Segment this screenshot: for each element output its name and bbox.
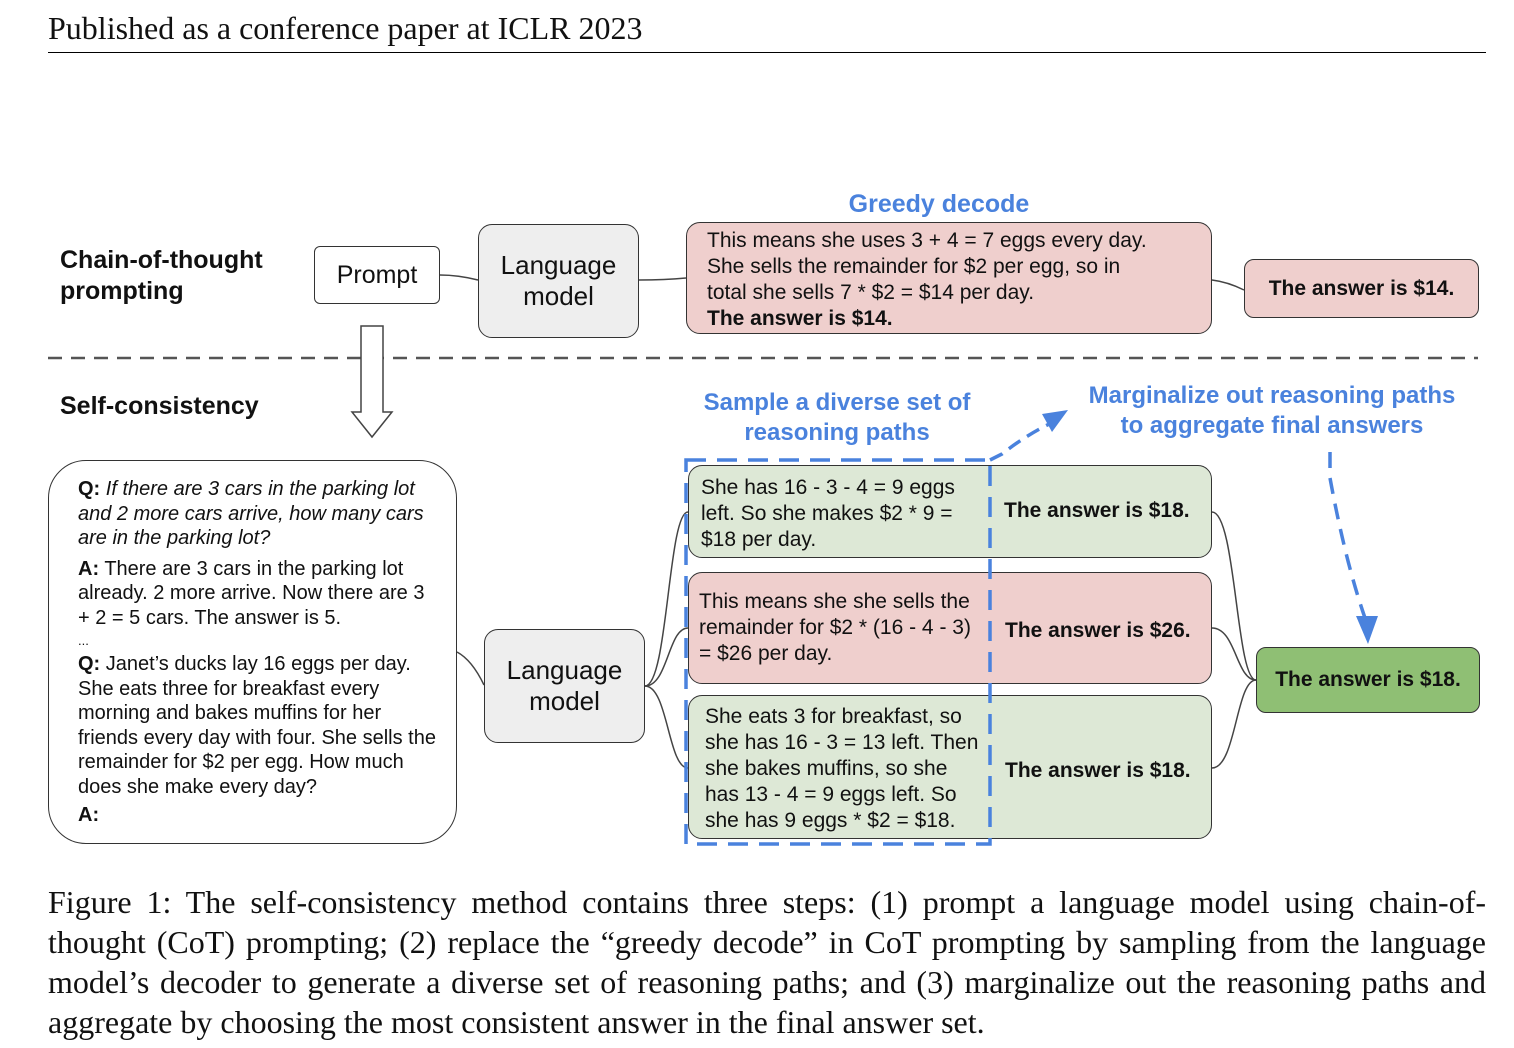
prompt-ellipsis: ... bbox=[78, 633, 89, 648]
cot-label: Chain-of-thought prompting bbox=[60, 245, 263, 307]
sample-title-line1: Sample a diverse set of bbox=[703, 389, 971, 416]
lm-bottom-line1: Language bbox=[506, 655, 623, 685]
prompt-a1: A: There are 3 cars in the parking lot a… bbox=[78, 557, 425, 629]
greedy-line1: This means she uses 3 + 4 = 7 eggs every… bbox=[707, 229, 1147, 252]
greedy-decode-title: Greedy decode bbox=[848, 189, 1030, 218]
greedy-line2: She sells the remainder for $2 per egg, … bbox=[707, 255, 1121, 278]
connector-prompt-lm bbox=[439, 274, 479, 281]
marginalize-title-line1: Marginalize out reasoning paths bbox=[1088, 382, 1456, 409]
prompt-box: Prompt bbox=[314, 246, 440, 304]
lm-top-line1: Language bbox=[500, 250, 617, 280]
prompt-a2: A: bbox=[78, 804, 100, 826]
greedy-decode-box: This means she uses 3 + 4 = 7 eggs every… bbox=[686, 222, 1212, 334]
marginalize-title-line2: to aggregate final answers bbox=[1120, 412, 1424, 439]
reasoning-path-3: She eats 3 for breakfast, so she has 16 … bbox=[688, 695, 1212, 839]
figure-caption: Figure 1: The self-consistency method co… bbox=[48, 884, 1486, 1040]
sample-title-line2: reasoning paths bbox=[744, 419, 930, 446]
down-arrow-icon bbox=[350, 325, 394, 439]
page-header: Published as a conference paper at ICLR … bbox=[48, 10, 643, 46]
path1-text: She has 16 - 3 - 4 = 9 eggs left. So she… bbox=[701, 476, 955, 551]
connector-path1-final bbox=[1211, 511, 1257, 681]
sample-title: Sample a diverse set of reasoning paths bbox=[680, 388, 994, 448]
header-rule bbox=[48, 52, 1486, 53]
marginalize-title: Marginalize out reasoning paths to aggre… bbox=[1062, 381, 1482, 441]
aggregate-dashed-arrow bbox=[1328, 452, 1367, 619]
marginalize-dashed-arrow bbox=[989, 418, 1059, 462]
path3-text: She eats 3 for breakfast, so she has 16 … bbox=[705, 705, 979, 832]
connector-path3-final bbox=[1211, 679, 1257, 769]
lm-bottom-line2: model bbox=[529, 686, 600, 716]
greedy-line3: total she sells 7 * $2 = $14 per day. bbox=[707, 281, 1035, 304]
greedy-answer: The answer is $14. bbox=[707, 307, 893, 330]
marginalize-arrowhead-icon bbox=[1042, 410, 1068, 432]
reasoning-path-2: This means she she sells the remainder f… bbox=[688, 572, 1212, 684]
connector-greedy-answer bbox=[1211, 279, 1245, 291]
sampling-dashed-box bbox=[684, 458, 992, 846]
connector-path2-final bbox=[1211, 627, 1257, 681]
connector-prompt-lm2 bbox=[456, 651, 485, 686]
path3-answer: The answer is $18. bbox=[1005, 759, 1191, 782]
cot-label-line2: prompting bbox=[60, 277, 184, 305]
language-model-box-bottom: Language model bbox=[484, 629, 645, 743]
cot-label-line1: Chain-of-thought bbox=[60, 246, 263, 274]
reasoning-path-1: She has 16 - 3 - 4 = 9 eggs left. So she… bbox=[688, 465, 1212, 558]
lm-top-line2: model bbox=[523, 281, 594, 311]
connector-lm-greedy bbox=[638, 277, 687, 281]
language-model-box-top: Language model bbox=[478, 224, 639, 338]
prompt-q2: Q: Janet’s ducks lay 16 eggs per day. Sh… bbox=[78, 653, 436, 798]
sc-label: Self-consistency bbox=[60, 392, 259, 420]
connector-lm-path1 bbox=[644, 511, 689, 687]
path2-text: This means she she sells the remainder f… bbox=[699, 590, 971, 665]
cot-final-answer: The answer is $14. bbox=[1244, 259, 1479, 318]
aggregate-arrowhead-icon bbox=[1356, 616, 1378, 644]
prompt-q1: Q: If there are 3 cars in the parking lo… bbox=[78, 478, 424, 549]
figure-connectors bbox=[48, 274, 1478, 769]
path1-answer: The answer is $18. bbox=[1004, 499, 1190, 522]
path2-answer: The answer is $26. bbox=[1005, 619, 1191, 642]
connector-lm-path3 bbox=[644, 685, 689, 769]
connector-lm-path2 bbox=[644, 627, 689, 687]
sc-prompt-box: Q: If there are 3 cars in the parking lo… bbox=[48, 460, 457, 844]
sc-final-answer: The answer is $18. bbox=[1256, 647, 1480, 713]
sampling-overlay bbox=[684, 410, 1378, 846]
